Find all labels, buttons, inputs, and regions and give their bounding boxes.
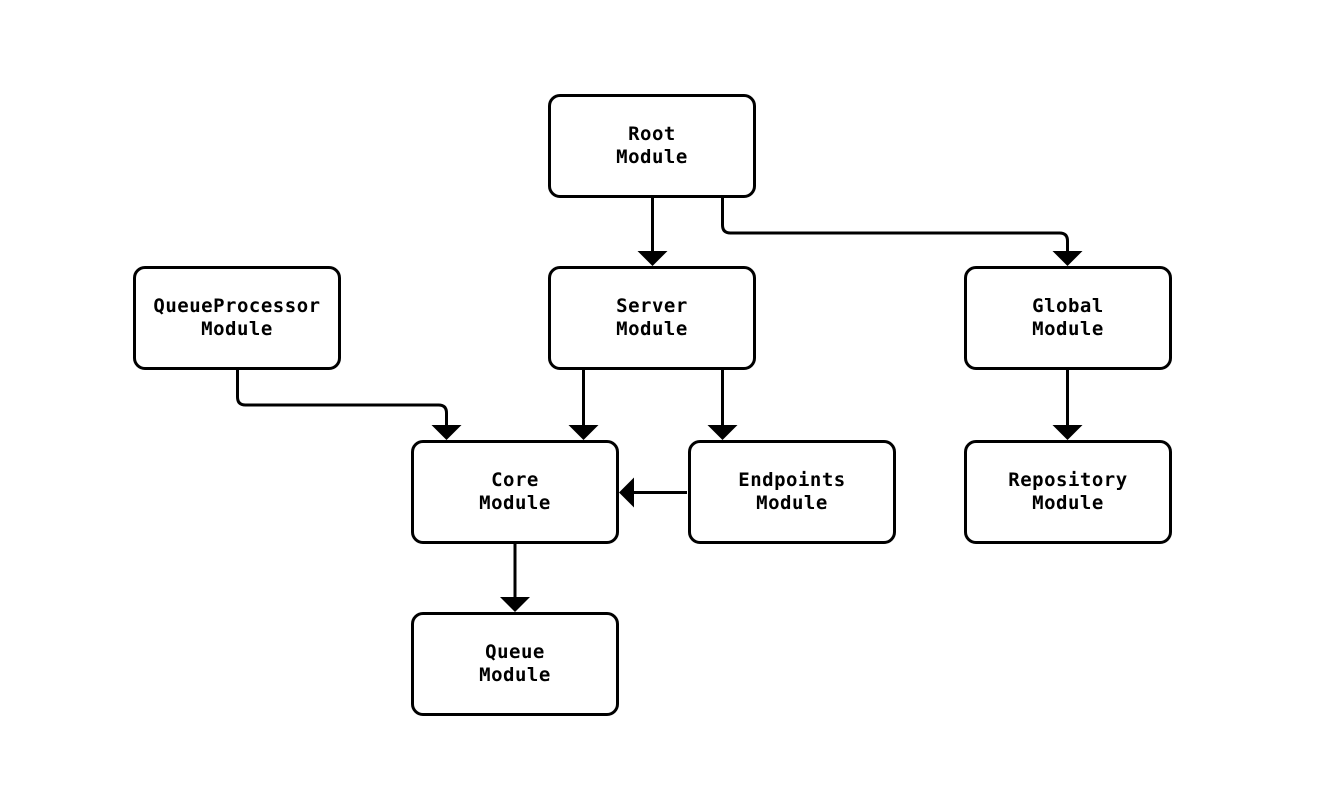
node-global-module-label: Global Module [1032,295,1104,340]
node-queue-module: Queue Module [411,612,619,716]
node-queue-module-label: Queue Module [479,641,551,686]
node-endpoints-module-label: Endpoints Module [738,469,846,514]
node-core-module: Core Module [411,440,619,544]
node-queueprocessor-module-label: QueueProcessor Module [153,295,321,340]
node-root-module: Root Module [548,94,756,198]
node-repository-module: Repository Module [964,440,1172,544]
edge-queueprocessor-to-core [236,370,462,440]
node-server-module-label: Server Module [616,295,688,340]
node-server-module: Server Module [548,266,756,370]
node-queueprocessor-module: QueueProcessor Module [133,266,341,370]
node-core-module-label: Core Module [479,469,551,514]
node-root-module-label: Root Module [616,123,688,168]
node-global-module: Global Module [964,266,1172,370]
node-repository-module-label: Repository Module [1008,469,1128,514]
node-endpoints-module: Endpoints Module [688,440,896,544]
edge-root-to-global [721,198,1083,266]
